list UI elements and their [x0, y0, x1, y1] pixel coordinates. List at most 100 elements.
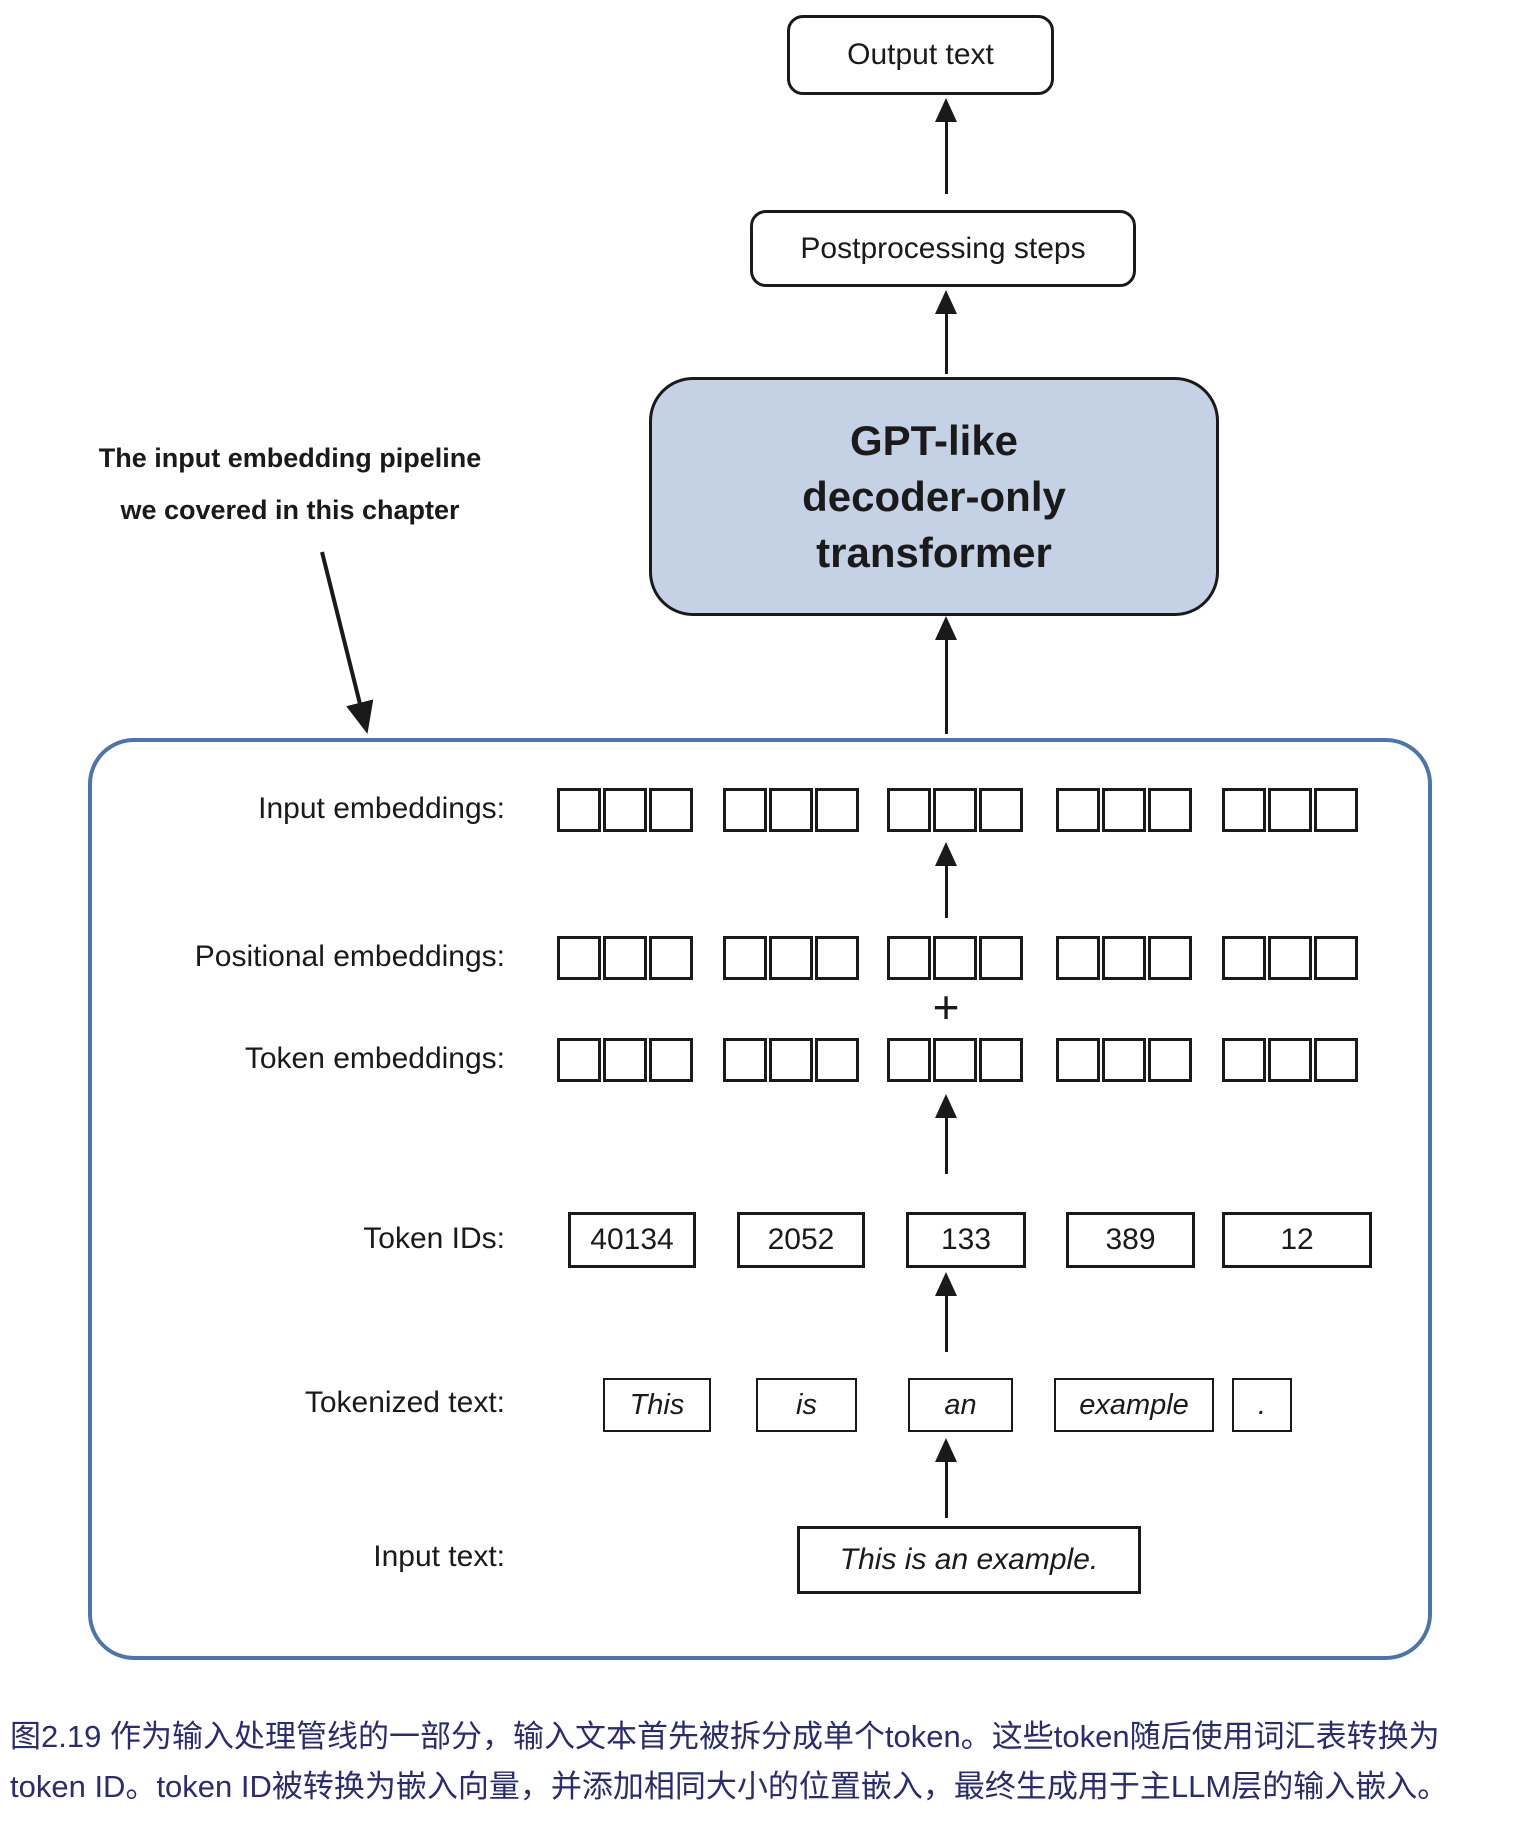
embedding-cell [1102, 1038, 1146, 1082]
arrowhead-icon [935, 1438, 957, 1462]
output-text-label: Output text [847, 38, 994, 71]
embedding-cell [933, 936, 977, 980]
embedding-cell [603, 936, 647, 980]
embedding-cell [723, 1038, 767, 1082]
output-text-node: Output text [787, 15, 1054, 95]
embedding-cell [815, 1038, 859, 1082]
embedding-cell [557, 788, 601, 832]
postprocessing-label: Postprocessing steps [800, 231, 1086, 265]
arrow-up-icon [934, 98, 958, 194]
arrowhead-icon [935, 616, 957, 640]
embedding-cell [1314, 1038, 1358, 1082]
embedding-cell [1056, 936, 1100, 980]
arrow-shaft [944, 314, 948, 374]
embedding-cell [815, 936, 859, 980]
embedding-cell [603, 1038, 647, 1082]
embedding-vector [723, 788, 859, 832]
embedding-cell [1148, 936, 1192, 980]
token-box: This [603, 1378, 711, 1432]
arrowhead-icon [935, 1272, 957, 1296]
embedding-cell [649, 936, 693, 980]
embedding-vector [1222, 788, 1358, 832]
embedding-cell [979, 788, 1023, 832]
embedding-vector [1056, 1038, 1192, 1082]
embedding-vector [1056, 788, 1192, 832]
embedding-cell [769, 936, 813, 980]
token-ids-label: Token IDs: [363, 1222, 505, 1255]
figure-caption: 图2.19 作为输入处理管线的一部分，输入文本首先被拆分成单个token。这些t… [10, 1712, 1510, 1812]
token-box: . [1232, 1378, 1292, 1432]
embedding-cell [1148, 788, 1192, 832]
embedding-cell [649, 1038, 693, 1082]
embedding-vector [887, 1038, 1023, 1082]
embedding-cell [1102, 788, 1146, 832]
arrow-shaft [944, 1296, 948, 1352]
postprocessing-node: Postprocessing steps [750, 210, 1136, 287]
embedding-cell [557, 1038, 601, 1082]
embedding-cell [1222, 1038, 1266, 1082]
embedding-cell [1314, 788, 1358, 832]
embedding-cell [1148, 1038, 1192, 1082]
token-id-box: 133 [906, 1212, 1026, 1268]
embedding-vector [557, 788, 693, 832]
token-id-box: 40134 [568, 1212, 696, 1268]
token-embeddings-label: Token embeddings: [244, 1042, 505, 1075]
embedding-cell [979, 936, 1023, 980]
gpt-node-label: GPT-like decoder-only transformer [802, 413, 1066, 581]
embedding-cell [649, 788, 693, 832]
embedding-cell [887, 788, 931, 832]
arrow-shaft [944, 1462, 948, 1518]
arrow-shaft [944, 1118, 948, 1174]
token-box: an [908, 1378, 1013, 1432]
embedding-cell [557, 936, 601, 980]
arrowhead-icon [935, 842, 957, 866]
token-box: is [756, 1378, 857, 1432]
embedding-vector [1056, 936, 1192, 980]
embedding-cell [887, 1038, 931, 1082]
embedding-cell [1056, 788, 1100, 832]
token-id-box: 2052 [737, 1212, 865, 1268]
arrow-shaft [944, 122, 948, 194]
input-text-label: Input text: [373, 1540, 505, 1573]
annotation-line2: we covered in this chapter [120, 495, 460, 525]
annotation-line1: The input embedding pipeline [98, 443, 482, 473]
embedding-vector [1222, 936, 1358, 980]
embedding-cell [1102, 936, 1146, 980]
embedding-cell [1268, 788, 1312, 832]
gpt-line3: transformer [816, 528, 1052, 576]
arrowhead-icon [935, 1094, 957, 1118]
caption-line1: 图2.19 作为输入处理管线的一部分，输入文本首先被拆分成单个token。这些t… [10, 1719, 1440, 1754]
arrowhead-icon [935, 98, 957, 122]
embedding-vector [723, 1038, 859, 1082]
caption-line2: token ID。token ID被转换为嵌入向量，并添加相同大小的位置嵌入，最… [10, 1769, 1449, 1804]
embedding-vector [887, 788, 1023, 832]
embedding-cell [1314, 936, 1358, 980]
embedding-cell [603, 788, 647, 832]
embedding-vector [557, 936, 693, 980]
embedding-cell [1268, 936, 1312, 980]
embedding-vector [723, 936, 859, 980]
embedding-cell [933, 1038, 977, 1082]
input-embeddings-label: Input embeddings: [258, 792, 505, 825]
embedding-cell [815, 788, 859, 832]
input-embedding-pipeline-container [88, 738, 1432, 1660]
embedding-cell [723, 788, 767, 832]
token-id-box: 389 [1066, 1212, 1195, 1268]
embedding-cell [933, 788, 977, 832]
arrow-up-icon [934, 1094, 958, 1174]
arrow-up-icon [934, 1272, 958, 1352]
embedding-cell [1222, 788, 1266, 832]
embedding-vector [557, 1038, 693, 1082]
input-text-box: This is an example. [797, 1526, 1141, 1594]
plus-sign: + [932, 981, 960, 1033]
arrow-shaft [944, 866, 948, 918]
gpt-transformer-node: GPT-like decoder-only transformer [649, 377, 1219, 616]
arrow-up-icon [934, 1438, 958, 1518]
embedding-vector [1222, 1038, 1358, 1082]
embedding-cell [769, 788, 813, 832]
embedding-cell [887, 936, 931, 980]
tokenized-text-label: Tokenized text: [304, 1386, 505, 1419]
gpt-line1: GPT-like [849, 416, 1019, 464]
token-id-box: 12 [1222, 1212, 1372, 1268]
embedding-cell [1222, 936, 1266, 980]
